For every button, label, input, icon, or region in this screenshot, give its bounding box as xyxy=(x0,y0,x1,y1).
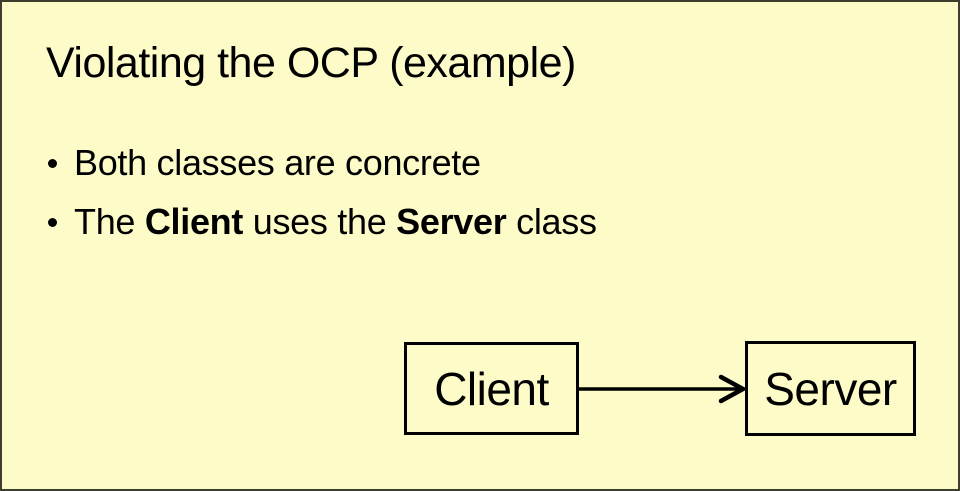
dependency-arrow-icon xyxy=(578,374,747,404)
bullet-text-segment: Both classes are concrete xyxy=(74,142,481,183)
bullet-dot-icon xyxy=(48,218,57,227)
bullet-dot-icon xyxy=(48,159,57,168)
bullet-list: Both classes are concrete The Client use… xyxy=(46,133,597,251)
bullet-text-segment-bold: Client xyxy=(144,201,244,242)
bullet-item: Both classes are concrete xyxy=(46,133,597,192)
server-class-box: Server xyxy=(745,341,916,436)
server-class-label: Server xyxy=(764,362,897,415)
bullet-text-segment: class xyxy=(506,201,597,242)
bullet-text-segment: uses the xyxy=(243,201,397,242)
client-class-label: Client xyxy=(434,362,549,415)
bullet-text-segment-bold: Server xyxy=(396,201,507,242)
slide-title: Violating the OCP (example) xyxy=(46,38,576,87)
client-class-box: Client xyxy=(404,342,579,435)
bullet-text-segment: The xyxy=(74,201,145,242)
bullet-item: The Client uses the Server class xyxy=(46,192,597,251)
